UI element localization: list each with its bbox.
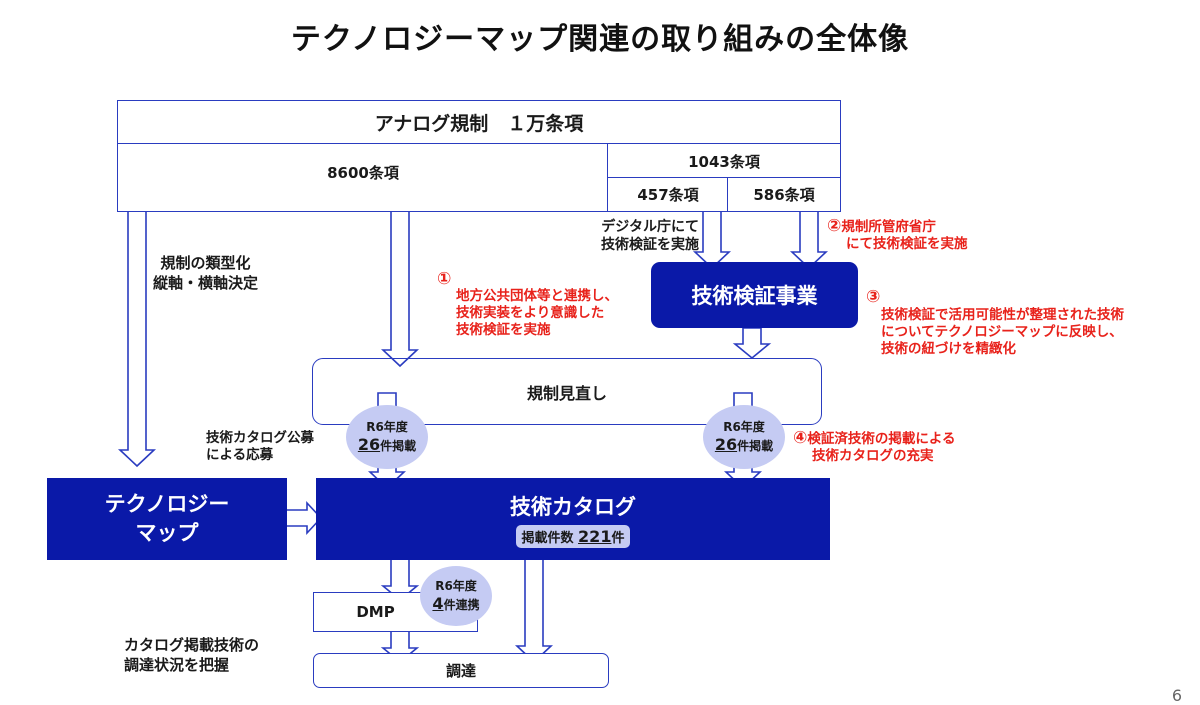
arrow-verification-to-review: [732, 327, 772, 360]
clauses-1043-label: 1043条項: [688, 152, 760, 171]
note-line: 検証済技術の掲載による: [807, 431, 956, 447]
note-3-marker: ③: [866, 287, 881, 307]
label-line: 技術カタログ公募: [206, 430, 314, 446]
label-line: 縦軸・横軸決定: [153, 274, 259, 292]
note-line: 地方公共団体等と連携し、: [456, 288, 618, 304]
bubble-suffix: 件連携: [443, 598, 480, 612]
arrow-8600-to-review: [380, 204, 420, 368]
note-line: についてテクノロジーマップに反映し、: [881, 324, 1123, 340]
tech-verification-label: 技術検証事業: [691, 284, 818, 308]
arrow-typology-down: [117, 204, 157, 468]
dmp-label: DMP: [356, 603, 395, 621]
label-line: による応募: [206, 447, 274, 463]
clauses-457-label: 457条項: [637, 186, 699, 204]
technology-map-node: テクノロジー マップ: [47, 478, 287, 560]
note-line: 技術検証で活用可能性が整理された技術: [881, 307, 1124, 323]
bubble-count: 26: [357, 435, 381, 454]
label-line: デジタル庁にて: [601, 219, 699, 235]
note-line: 技術カタログの充実: [812, 448, 934, 464]
analog-regulation-label: アナログ規制 １万条項: [374, 113, 584, 135]
catalog-count-suffix: 件: [611, 531, 625, 546]
label-line: 技術検証を実施: [601, 237, 699, 253]
note-4-marker: ④: [793, 428, 808, 448]
bubble-suffix: 件掲載: [737, 439, 774, 453]
page-number: 6: [1171, 686, 1182, 705]
note-1: ① 地方公共団体等と連携し、 技術実装をより意識した 技術検証を実施: [437, 270, 618, 339]
regulation-review-label: 規制見直し: [526, 383, 607, 403]
tech-verification-node: 技術検証事業: [651, 262, 858, 328]
arrow-catalog-to-procurement: [514, 547, 554, 664]
bubble-right-r6: R6年度 26件掲載: [703, 405, 785, 469]
bubble-suffix: 件掲載: [380, 439, 417, 453]
clauses-8600-label: 8600条項: [327, 164, 399, 182]
clauses-1043-cell: 1043条項: [607, 143, 841, 179]
note-line: にて技術検証を実施: [846, 236, 968, 252]
technology-catalog-node: 技術カタログ 掲載件数 221件: [316, 478, 830, 560]
catalog-count-value: 221: [578, 527, 612, 546]
clauses-586-cell: 586条項: [727, 177, 841, 212]
technology-catalog-label: 技術カタログ: [510, 495, 636, 519]
label-line: 調達状況を把握: [124, 656, 230, 674]
bubble-year: R6年度: [435, 579, 477, 593]
procurement-status-label: カタログ掲載技術の 調達状況を把握: [124, 635, 259, 675]
arrow-586-to-verification: [789, 207, 829, 270]
procurement-label: 調達: [445, 662, 476, 680]
note-2-marker: ②: [827, 216, 842, 236]
page-title: テクノロジーマップ関連の取り組みの全体像: [290, 22, 910, 57]
clauses-457-cell: 457条項: [607, 177, 729, 212]
bubble-dmp-r6: R6年度 4件連携: [420, 566, 492, 626]
catalog-apply-label: 技術カタログ公募 による応募: [206, 430, 314, 464]
label-line: カタログ掲載技術の: [124, 636, 260, 654]
digital-agency-label: デジタル庁にて 技術検証を実施: [569, 218, 699, 254]
note-4: ④検証済技術の掲載による 技術カタログの充実: [793, 430, 956, 465]
note-2: ②規制所管府省庁 にて技術検証を実施: [827, 218, 968, 253]
clauses-586-label: 586条項: [753, 186, 815, 204]
note-3: ③ 技術検証で活用可能性が整理された技術 についてテクノロジーマップに反映し、 …: [866, 288, 1124, 358]
bubble-year: R6年度: [366, 420, 408, 434]
label-line: 規制の類型化: [160, 254, 251, 272]
technology-map-label: テクノロジー: [104, 492, 230, 516]
note-line: 規制所管府省庁: [841, 219, 936, 235]
note-line: 技術の紐づけを精緻化: [881, 341, 1016, 357]
bubble-count: 26: [714, 435, 738, 454]
regulation-review-node: 規制見直し: [312, 358, 822, 425]
procurement-node: 調達: [313, 653, 609, 688]
technology-map-label: マップ: [135, 521, 199, 545]
analog-regulation-header: アナログ規制 １万条項: [117, 100, 841, 145]
arrow-457-to-verification: [692, 207, 732, 270]
note-line: 技術検証を実施: [456, 322, 551, 338]
note-line: 技術実装をより意識した: [456, 305, 605, 321]
bubble-left-r6: R6年度 26件掲載: [346, 405, 428, 469]
bubble-count: 4: [432, 594, 444, 613]
typology-label: 規制の類型化 縦軸・横軸決定: [153, 253, 258, 293]
clauses-8600-cell: 8600条項: [117, 143, 609, 212]
catalog-count-prefix: 掲載件数: [521, 531, 579, 546]
bubble-year: R6年度: [723, 420, 765, 434]
catalog-count-badge: 掲載件数 221件: [515, 525, 631, 548]
note-1-marker: ①: [437, 269, 452, 289]
